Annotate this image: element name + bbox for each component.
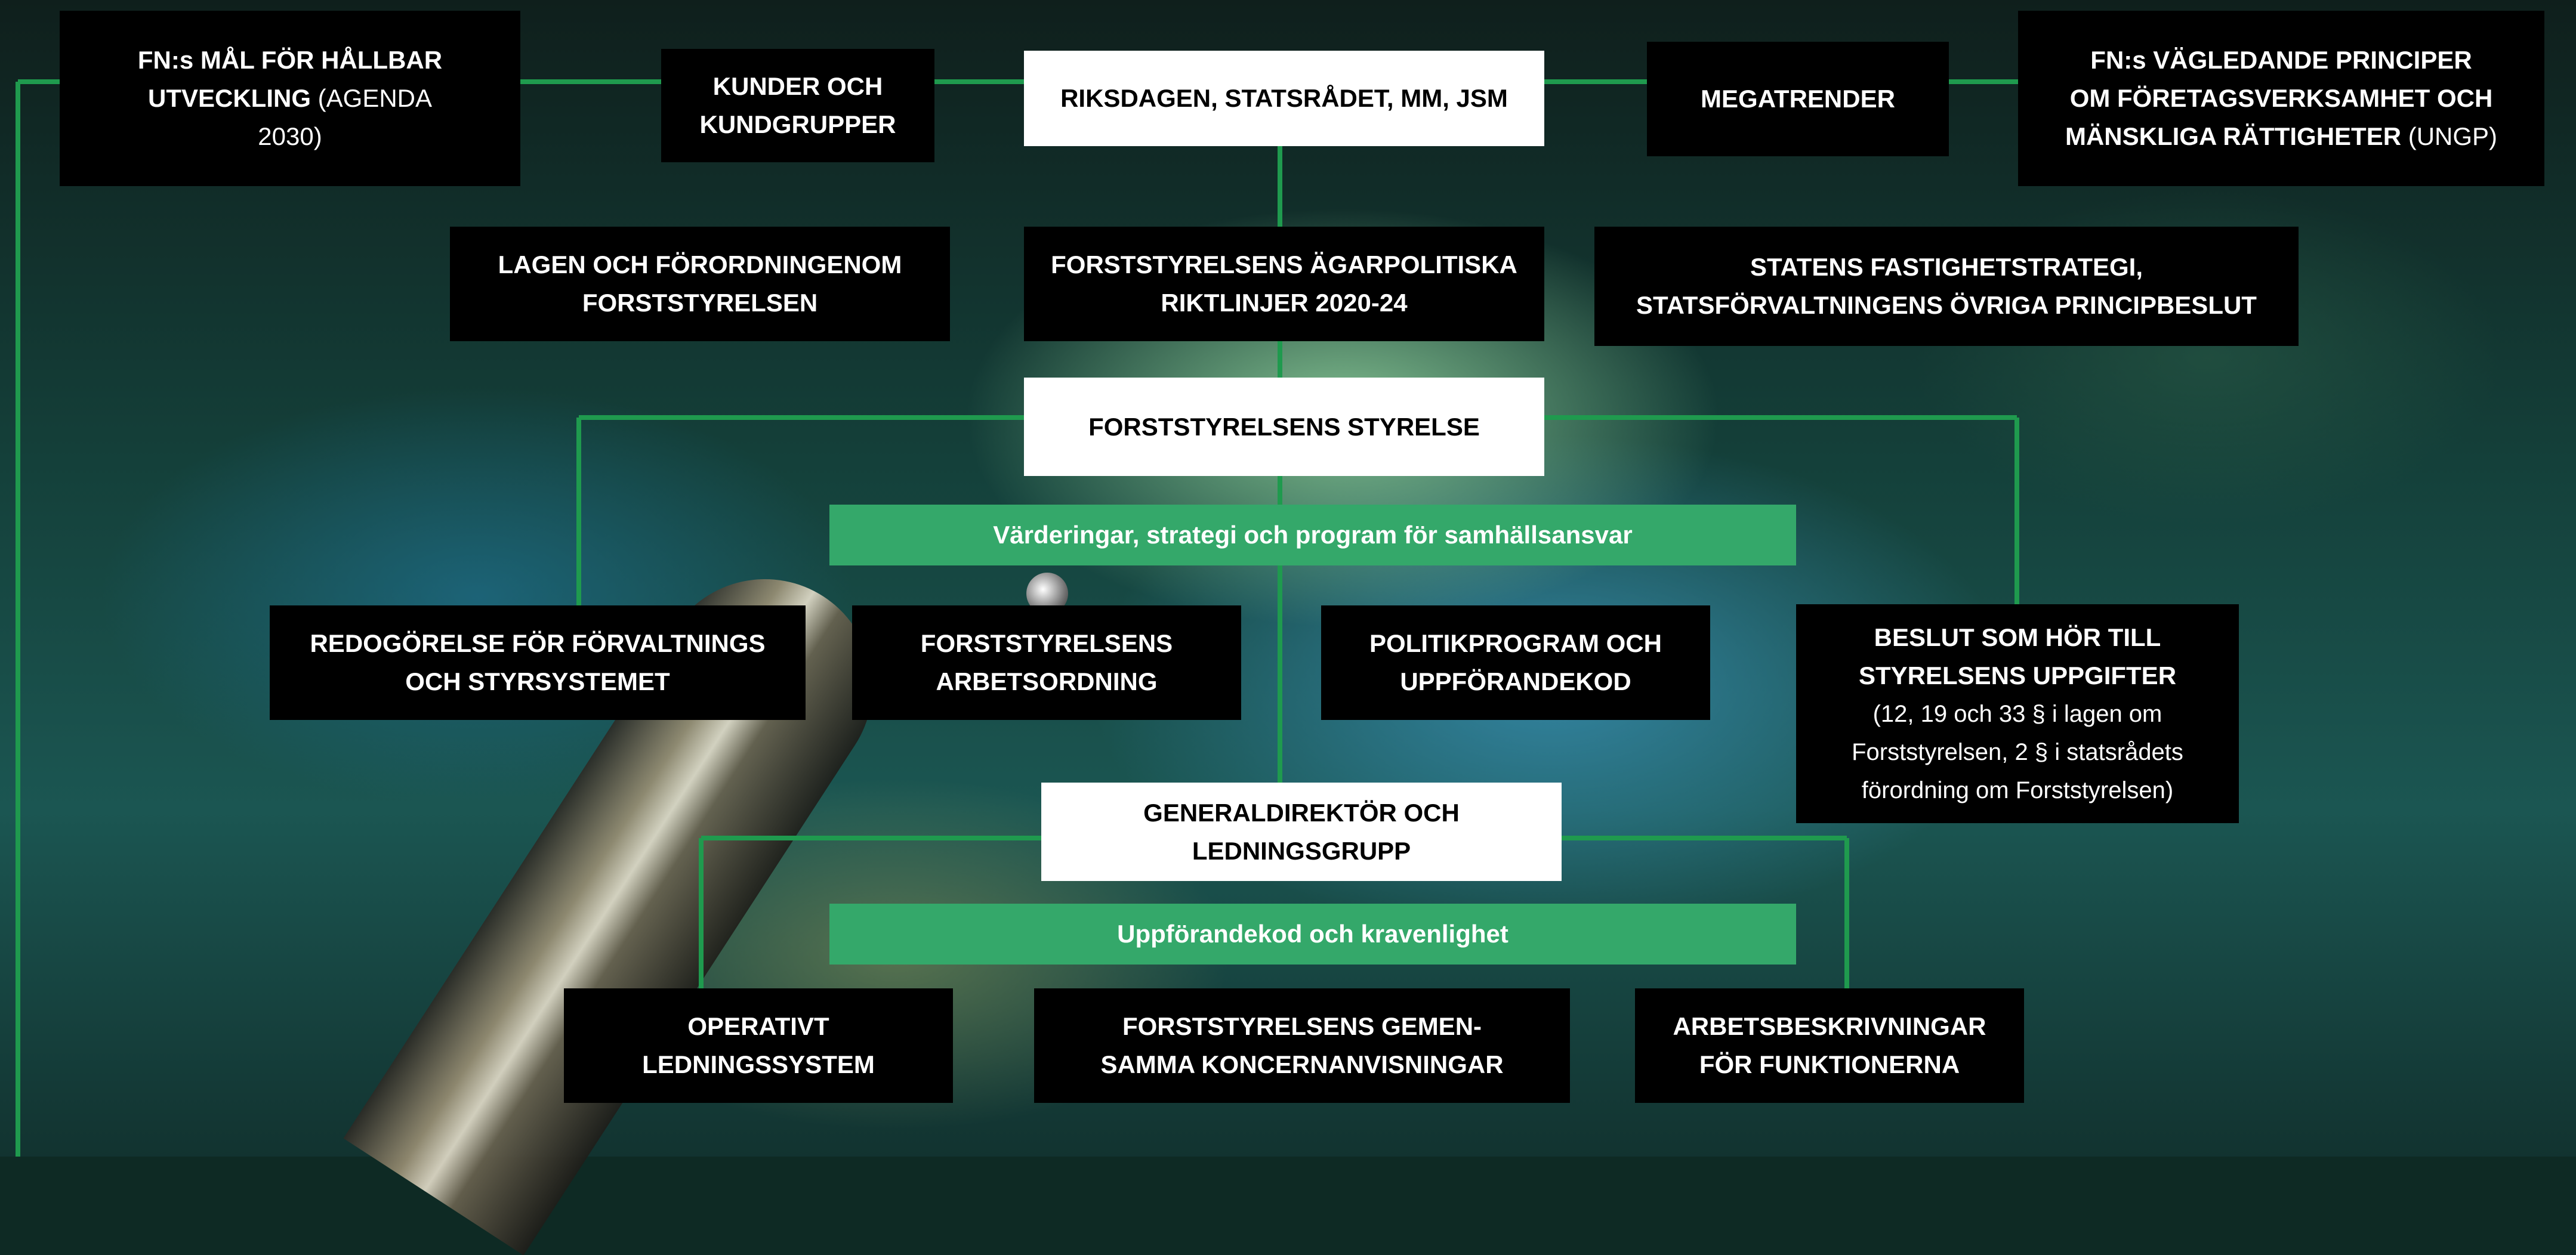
state-strategy-line2: STATSFÖRVALTNINGENS ÖVRIGA PRINCIPBESLUT	[1636, 291, 2257, 319]
owner-policy-line2: RIKTLINJER 2020-24	[1161, 289, 1408, 317]
operative-line1: OPERATIVT	[687, 1012, 829, 1040]
ungp-line3: MÄNSKLIGA RÄTTIGHETER (UNGP)	[2065, 118, 2497, 156]
governance-report-line2: OCH STYRSYSTEMET	[405, 667, 670, 695]
parliament-label: RIKSDAGEN, STATSRÅDET, MM, JSM	[1060, 84, 1508, 112]
job-descriptions-box: ARBETSBESKRIVNINGAR FÖR FUNKTIONERNA	[1635, 988, 2024, 1103]
customers-line1: KUNDER OCH	[712, 72, 883, 100]
rules-of-procedure-line2: ARBETSORDNING	[936, 667, 1158, 695]
governance-report-line1: REDOGÖRELSE FÖR FÖRVALTNINGS	[310, 629, 766, 657]
board-decisions-line1: BESLUT SOM HÖR TILL	[1874, 623, 2161, 651]
board-decisions-line3: (12, 19 och 33 § i lagen om	[1872, 700, 2162, 727]
policy-program-line2: UPPFÖRANDEKOD	[1400, 667, 1631, 695]
ungp-line2: OM FÖRETAGSVERKSAMHET OCH	[2069, 84, 2493, 112]
job-descriptions-line1: ARBETSBESKRIVNINGAR	[1673, 1012, 1986, 1040]
group-instructions-box: FORSTSTYRELSENS GEMEN- SAMMA KONCERNANVI…	[1034, 988, 1570, 1103]
board-decisions-line2: STYRELSENS UPPGIFTER	[1858, 661, 2177, 690]
un-goals-line2: UTVECKLING (AGENDA	[148, 79, 432, 118]
values-strategy-band: Värderingar, strategi och program för sa…	[829, 505, 1796, 565]
board-decisions-line5: förordning om Forststyrelsen)	[1861, 777, 2174, 803]
governance-report-box: REDOGÖRELSE FÖR FÖRVALTNINGS OCH STYRSYS…	[270, 605, 806, 720]
board-label: FORSTSTYRELSENS STYRELSE	[1088, 412, 1480, 441]
ungp-line1: FN:s VÄGLEDANDE PRINCIPER	[2090, 46, 2472, 74]
un-goals-line2-bold: UTVECKLING	[147, 84, 311, 112]
state-strategy-line1: STATENS FASTIGHETSTRATEGI,	[1750, 253, 2143, 281]
board-decisions-line4: Forststyrelsen, 2 § i statsrådets	[1852, 738, 2183, 765]
un-goals-line1: FN:s MÅL FÖR HÅLLBAR	[137, 46, 443, 74]
megatrends-label: MEGATRENDER	[1701, 85, 1895, 113]
code-of-conduct-label: Uppförandekod och kravenlighet	[1117, 920, 1508, 948]
policy-program-box: POLITIKPROGRAM OCH UPPFÖRANDEKOD	[1321, 605, 1710, 720]
owner-policy-line1: FORSTSTYRELSENS ÄGARPOLITISKA	[1051, 251, 1517, 279]
operative-line2: LEDNINGSSYSTEM	[642, 1050, 875, 1078]
management-line2: LEDNINGSGRUPP	[1192, 836, 1411, 865]
group-instructions-line2: SAMMA KONCERNANVISNINGAR	[1100, 1050, 1504, 1078]
board-decisions-box: BESLUT SOM HÖR TILL STYRELSENS UPPGIFTER…	[1796, 604, 2239, 823]
parliament-box: RIKSDAGEN, STATSRÅDET, MM, JSM	[1024, 51, 1544, 146]
law-line2: FORSTSTYRELSEN	[582, 289, 818, 317]
rules-of-procedure-line1: FORSTSTYRELSENS	[920, 629, 1173, 657]
un-goals-box: FN:s MÅL FÖR HÅLLBAR UTVECKLING (AGENDA …	[60, 11, 520, 186]
owner-policy-box: FORSTSTYRELSENS ÄGARPOLITISKA RIKTLINJER…	[1024, 227, 1544, 341]
customers-box: KUNDER OCH KUNDGRUPPER	[661, 49, 934, 162]
law-line1: LAGEN OCH FÖRORDNINGENOM	[498, 251, 902, 279]
ungp-line3-normal: (UNGP)	[2401, 122, 2498, 150]
ungp-box: FN:s VÄGLEDANDE PRINCIPER OM FÖRETAGSVER…	[2018, 11, 2544, 186]
board-box: FORSTSTYRELSENS STYRELSE	[1024, 378, 1544, 476]
management-line1: GENERALDIREKTÖR OCH	[1143, 798, 1460, 827]
customers-line2: KUNDGRUPPER	[699, 110, 896, 138]
operative-system-box: OPERATIVT LEDNINGSSYSTEM	[564, 988, 953, 1103]
law-box: LAGEN OCH FÖRORDNINGENOM FORSTSTYRELSEN	[450, 227, 950, 341]
rules-of-procedure-box: FORSTSTYRELSENS ARBETSORDNING	[852, 605, 1241, 720]
state-strategy-box: STATENS FASTIGHETSTRATEGI, STATSFÖRVALTN…	[1594, 227, 2299, 346]
ungp-line3-bold: MÄNSKLIGA RÄTTIGHETER	[2065, 122, 2402, 150]
code-of-conduct-band: Uppförandekod och kravenlighet	[829, 904, 1796, 965]
un-goals-line2-normal: (AGENDA	[310, 84, 433, 112]
group-instructions-line1: FORSTSTYRELSENS GEMEN-	[1122, 1012, 1482, 1040]
values-strategy-label: Värderingar, strategi och program för sa…	[993, 521, 1633, 549]
job-descriptions-line2: FÖR FUNKTIONERNA	[1699, 1050, 1960, 1078]
management-box: GENERALDIREKTÖR OCH LEDNINGSGRUPP	[1041, 783, 1562, 881]
policy-program-line1: POLITIKPROGRAM OCH	[1369, 629, 1662, 657]
un-goals-line3: 2030)	[258, 122, 322, 150]
megatrends-box: MEGATRENDER	[1647, 42, 1949, 156]
